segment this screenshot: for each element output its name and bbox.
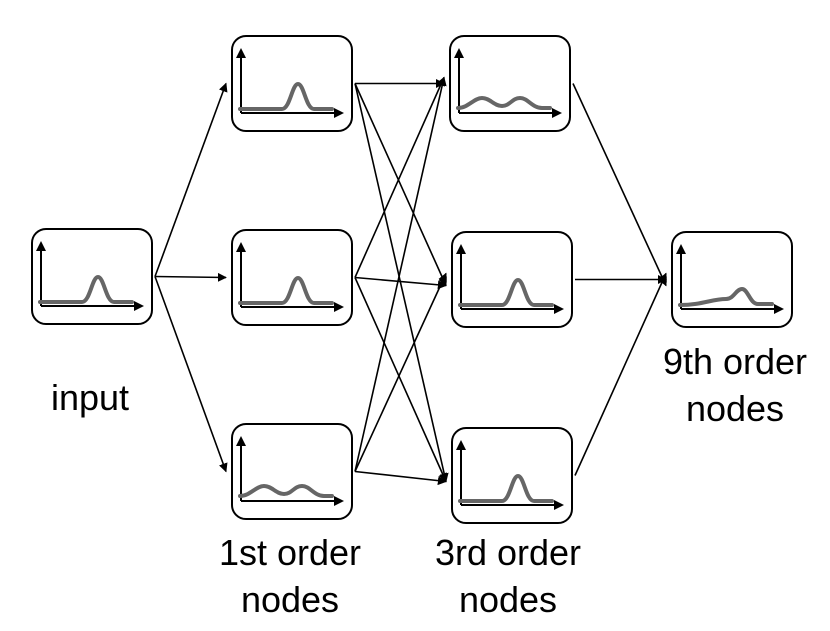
nodes-layer [31, 35, 793, 524]
third-order-node-bottom [451, 427, 573, 524]
edge-first-order-node-middle-to-third-order-node-top [354, 76, 445, 278]
third-order-label-line1: 3rd order [435, 532, 581, 573]
edge-input-node-to-first-order-node-top [154, 82, 228, 277]
edge-first-order-node-top-to-third-order-node-bottom [354, 83, 449, 483]
distribution-curve [458, 278, 554, 307]
distribution-curve [678, 287, 774, 307]
node-box [671, 231, 793, 328]
edge-input-node-to-first-order-node-bottom [154, 276, 228, 473]
first-order-label-line1: 1st order [219, 532, 361, 573]
node-box [449, 35, 571, 132]
node-box [231, 35, 353, 132]
edge-third-order-node-top-to-ninth-order-node [572, 83, 667, 287]
edges-layer [154, 76, 667, 486]
node-box [451, 427, 573, 524]
third-order-node-top [449, 35, 571, 132]
node-box [231, 423, 353, 520]
ninth-order-label-line2: nodes [686, 388, 784, 429]
distribution-curve [238, 484, 334, 498]
node-box [451, 231, 573, 328]
edge-first-order-node-bottom-to-third-order-node-top [354, 76, 447, 472]
first-order-label-line2: nodes [241, 579, 339, 620]
first-order-node-middle [231, 229, 353, 326]
distribution-curve [238, 276, 334, 305]
distribution-curve [458, 474, 554, 503]
edge-first-order-node-middle-to-third-order-node-bottom [354, 277, 447, 483]
node-box [231, 229, 353, 326]
edge-input-node-to-first-order-node-middle [154, 272, 227, 282]
edge-first-order-node-bottom-to-third-order-node-middle [354, 272, 447, 472]
distribution-curve [238, 82, 334, 111]
third-order-label-line2: nodes [459, 579, 557, 620]
distribution-curve [38, 275, 134, 304]
edge-first-order-node-top-to-third-order-node-middle [354, 83, 447, 287]
ninth-order-label-line1: 9th order [663, 341, 807, 382]
input-node [31, 228, 153, 325]
edge-first-order-node-middle-to-third-order-node-middle [354, 276, 447, 290]
third-order-node-middle [451, 231, 573, 328]
distribution-curve [456, 96, 552, 110]
edge-third-order-node-bottom-to-ninth-order-node [574, 272, 667, 476]
ninth-order-node [671, 231, 793, 328]
first-order-node-bottom [231, 423, 353, 520]
first-order-node-top [231, 35, 353, 132]
input-label: input [51, 377, 129, 418]
node-box [31, 228, 153, 325]
edge-first-order-node-bottom-to-third-order-node-bottom [354, 470, 447, 486]
labels-layer: input 1st order nodes 3rd order nodes 9t… [51, 341, 807, 620]
